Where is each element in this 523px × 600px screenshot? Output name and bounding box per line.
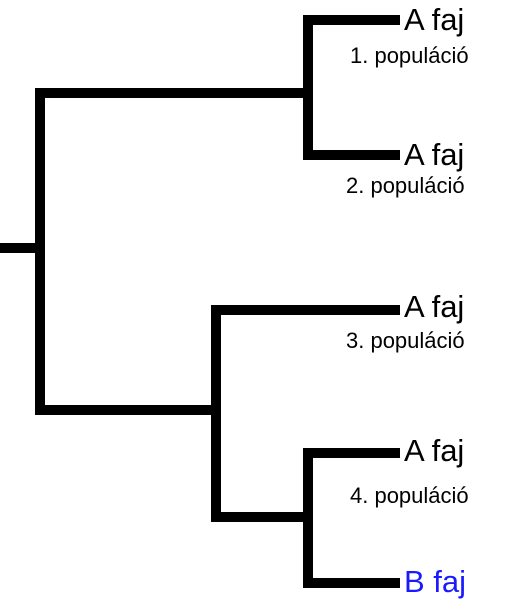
leaf-labels: A faj 1. populáció A faj 2. populáció A … <box>346 2 469 599</box>
leaf-2-population: 2. populáció <box>346 173 465 198</box>
tree-branches <box>0 15 400 588</box>
leaf-2-species: A faj <box>404 137 464 172</box>
leaf-3-population: 3. populáció <box>346 328 465 353</box>
leaf-5-species: B faj <box>404 564 466 599</box>
leaf-3-species: A faj <box>404 289 464 324</box>
leaf-4-species: A faj <box>404 433 464 468</box>
leaf-1-population: 1. populáció <box>350 43 469 68</box>
leaf-4-population: 4. populáció <box>350 483 469 508</box>
leaf-1-species: A faj <box>404 2 464 37</box>
